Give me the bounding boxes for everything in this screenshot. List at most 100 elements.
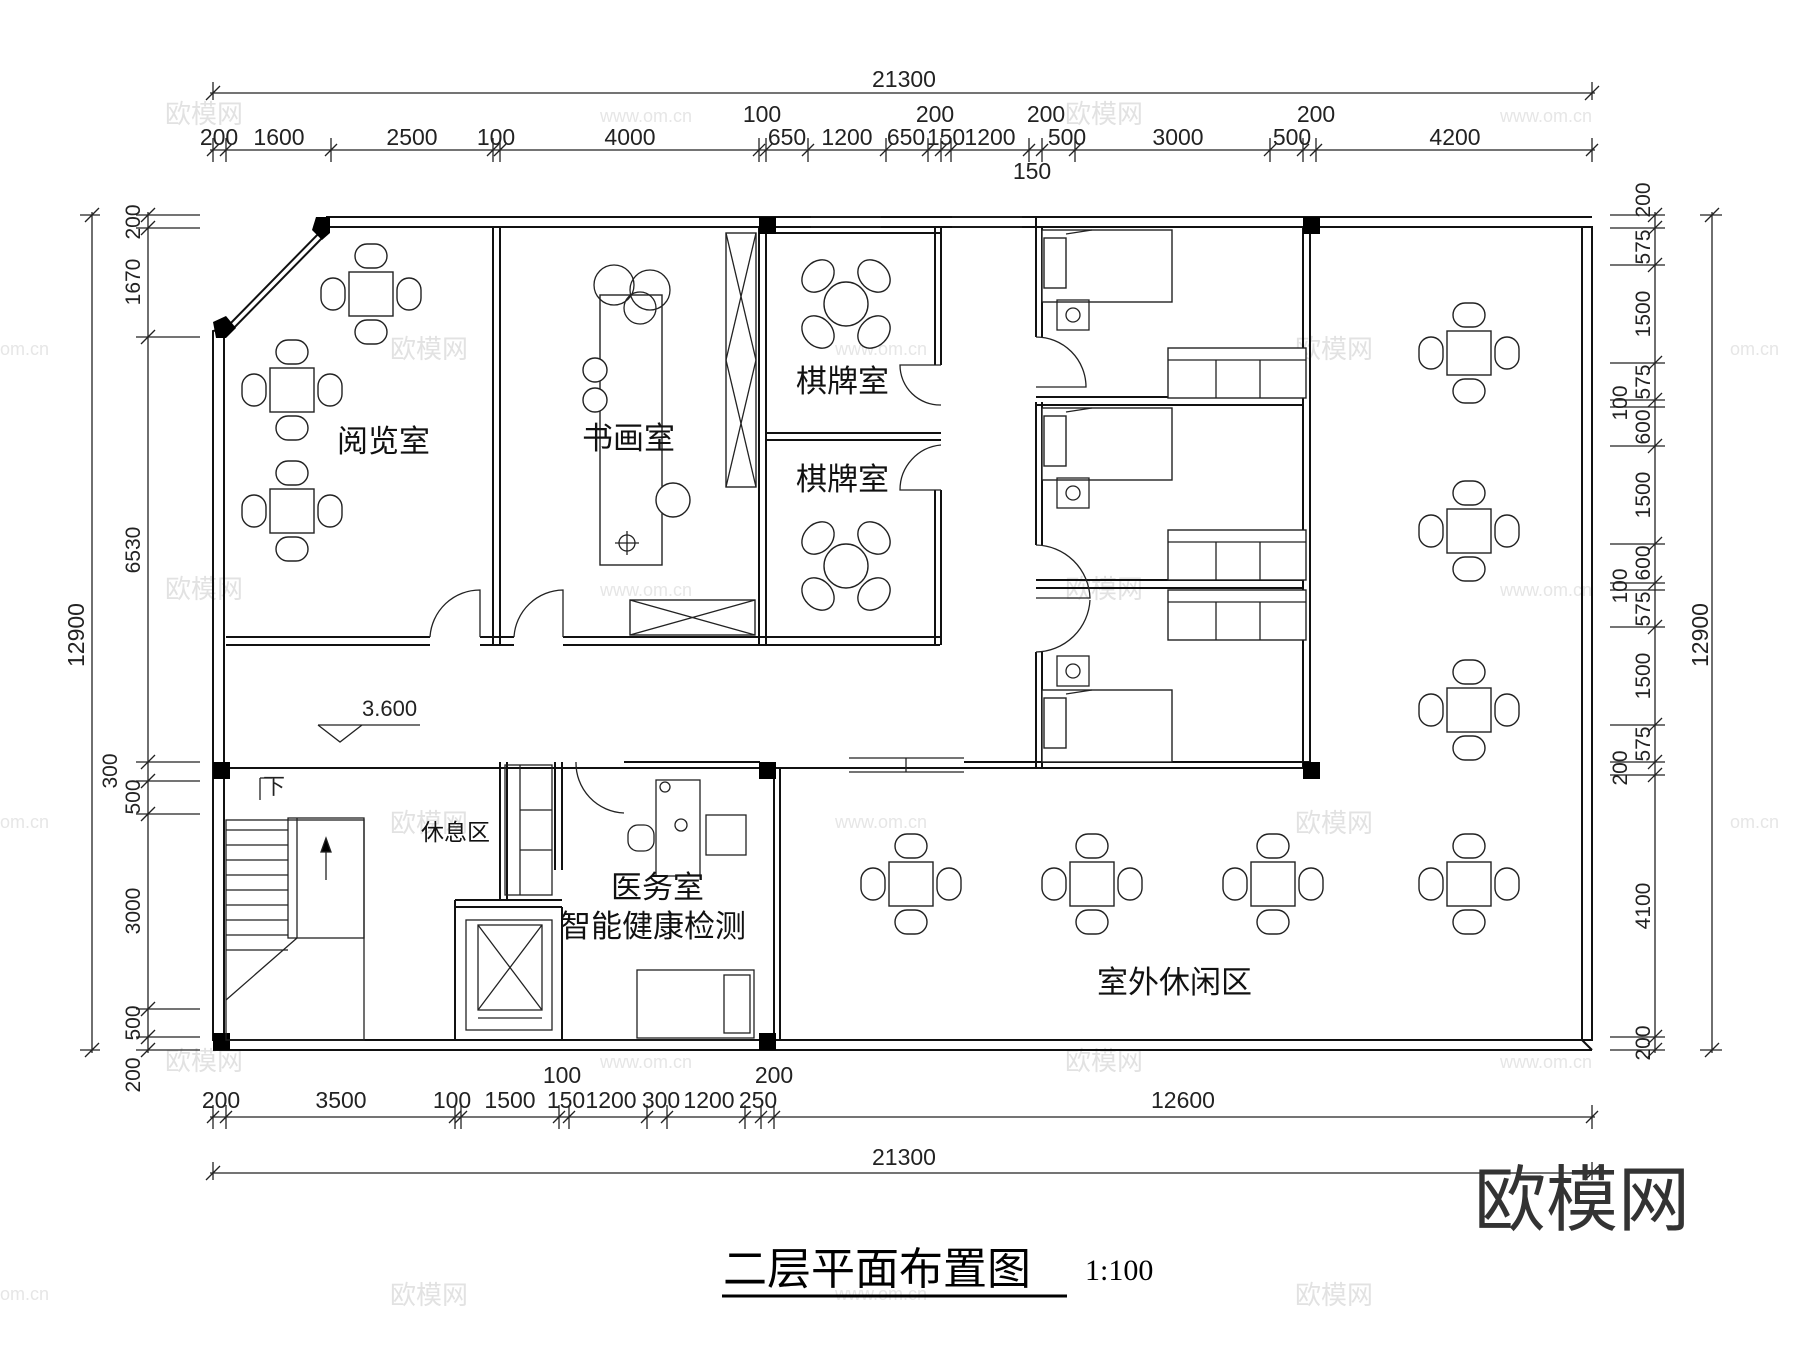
dim-label: 200	[122, 204, 145, 239]
dim-label: 100	[477, 124, 515, 150]
dim-label: 4100	[1632, 883, 1655, 930]
watermark-text: 欧模网	[390, 809, 468, 839]
furniture: 下 3.60	[225, 229, 1520, 1041]
calligraphy-desk	[582, 232, 757, 636]
watermark-url: om.cn	[0, 1284, 49, 1304]
dim-label: 650	[887, 124, 925, 150]
dim-label: 1500	[484, 1087, 535, 1113]
medical-furniture	[627, 779, 755, 1039]
drawing-title: 二层平面布置图	[723, 1244, 1031, 1295]
dim-label: 300	[99, 753, 122, 788]
dim-label: 200	[916, 101, 954, 127]
doors	[429, 336, 1091, 814]
room-label-medical: 医务室	[611, 870, 704, 906]
dim-label: 575	[1632, 364, 1655, 399]
sofa	[1167, 529, 1307, 581]
dim-label: 575	[1632, 591, 1655, 626]
room-label-calligraphy: 书画室	[582, 421, 675, 457]
bed	[1041, 229, 1173, 303]
dim-right-total: 12900	[1687, 603, 1713, 667]
dim-label: 1500	[1632, 653, 1655, 700]
watermark-url: www.om.cn	[599, 106, 692, 126]
room-label-reading: 阅览室	[337, 424, 430, 460]
dim-label: 3000	[1152, 124, 1203, 150]
watermark-text: 欧模网	[1065, 100, 1143, 130]
dim-label: 100	[433, 1087, 471, 1113]
dim-label: 200	[122, 1057, 145, 1092]
dim-label: 1200	[683, 1087, 734, 1113]
watermark-url: om.cn	[1730, 812, 1779, 832]
dim-label: 1200	[821, 124, 872, 150]
bed	[1041, 689, 1173, 763]
dim-label: 1670	[122, 259, 145, 306]
watermark-text: 欧模网	[390, 335, 468, 365]
dim-label: 575	[1632, 726, 1655, 761]
dim-label: 1500	[1632, 291, 1655, 338]
dim-left-total: 12900	[63, 603, 89, 667]
dim-label: 4000	[604, 124, 655, 150]
dim-label: 2500	[386, 124, 437, 150]
dim-label: 150	[1013, 158, 1051, 184]
reading-table-set	[241, 460, 343, 562]
sofa	[1167, 589, 1307, 641]
room-label-lounge: 休息区	[421, 820, 490, 846]
reading-table-set	[320, 243, 422, 345]
dim-label: 200	[200, 124, 238, 150]
brand-logo-text: 欧模网	[1474, 1158, 1690, 1242]
dim-label: 500	[122, 779, 145, 814]
elevator	[465, 919, 553, 1031]
elevation-marker	[317, 724, 420, 743]
dim-label: 200	[1632, 182, 1655, 217]
watermark-text: 欧模网	[1295, 335, 1373, 365]
sofa	[1167, 347, 1307, 399]
outdoor-table-set	[1041, 833, 1143, 935]
dim-label: 3000	[122, 888, 145, 935]
chess-table-set	[794, 514, 898, 618]
dim-label: 600	[1632, 545, 1655, 580]
room-label-chess: 棋牌室	[796, 364, 889, 400]
outdoor-table-set	[1418, 833, 1520, 935]
outdoor-table-set	[860, 833, 962, 935]
outdoor-table-set	[1418, 659, 1520, 761]
elevation-label: 3.600	[362, 696, 417, 721]
dim-label: 150	[927, 124, 965, 150]
dim-label: 200	[1027, 101, 1065, 127]
reading-table-set	[241, 339, 343, 441]
watermark-text: 欧模网	[165, 100, 243, 130]
dim-label: 6530	[122, 527, 145, 574]
dim-label: 100	[1609, 568, 1632, 603]
watermark-text: 欧模网	[1065, 1047, 1143, 1077]
dim-label: 1200	[964, 124, 1015, 150]
dim-label: 100	[1609, 385, 1632, 420]
dim-label: 1200	[585, 1087, 636, 1113]
lounge-sofa	[504, 764, 553, 896]
dim-label: 100	[543, 1062, 581, 1088]
watermark-url: www.om.cn	[834, 1284, 927, 1304]
staircase	[225, 777, 365, 1041]
outdoor-table-set	[1418, 302, 1520, 404]
watermark-text: 欧模网	[165, 1047, 243, 1077]
dim-label: 575	[1632, 229, 1655, 264]
watermark-text: 欧模网	[1295, 809, 1373, 839]
stair-down-label: 下	[263, 774, 285, 799]
room-labels: 阅览室 书画室 棋牌室 棋牌室 休息区 医务室 智能健康检测 室外休闲区	[337, 364, 1252, 1001]
windows	[580, 216, 1022, 1041]
watermark-url: om.cn	[0, 339, 49, 359]
room-label-chess: 棋牌室	[796, 462, 889, 498]
dim-label: 650	[768, 124, 806, 150]
dim-label: 4200	[1429, 124, 1480, 150]
dim-label: 150	[547, 1087, 585, 1113]
watermark-url: www.om.cn	[834, 339, 927, 359]
dim-label: 500	[122, 1005, 145, 1040]
dim-label: 3500	[315, 1087, 366, 1113]
room-label-outdoor: 室外休闲区	[1097, 965, 1252, 1001]
dim-bottom-total: 21300	[872, 1144, 936, 1170]
watermark-text: 欧模网	[165, 575, 243, 605]
watermark-text: 欧模网	[1295, 1281, 1373, 1311]
dim-label: 200	[1609, 750, 1632, 785]
dim-label: 500	[1048, 124, 1086, 150]
dim-label: 200	[202, 1087, 240, 1113]
dim-label: 200	[1632, 1025, 1655, 1060]
dim-label: 250	[739, 1087, 777, 1113]
